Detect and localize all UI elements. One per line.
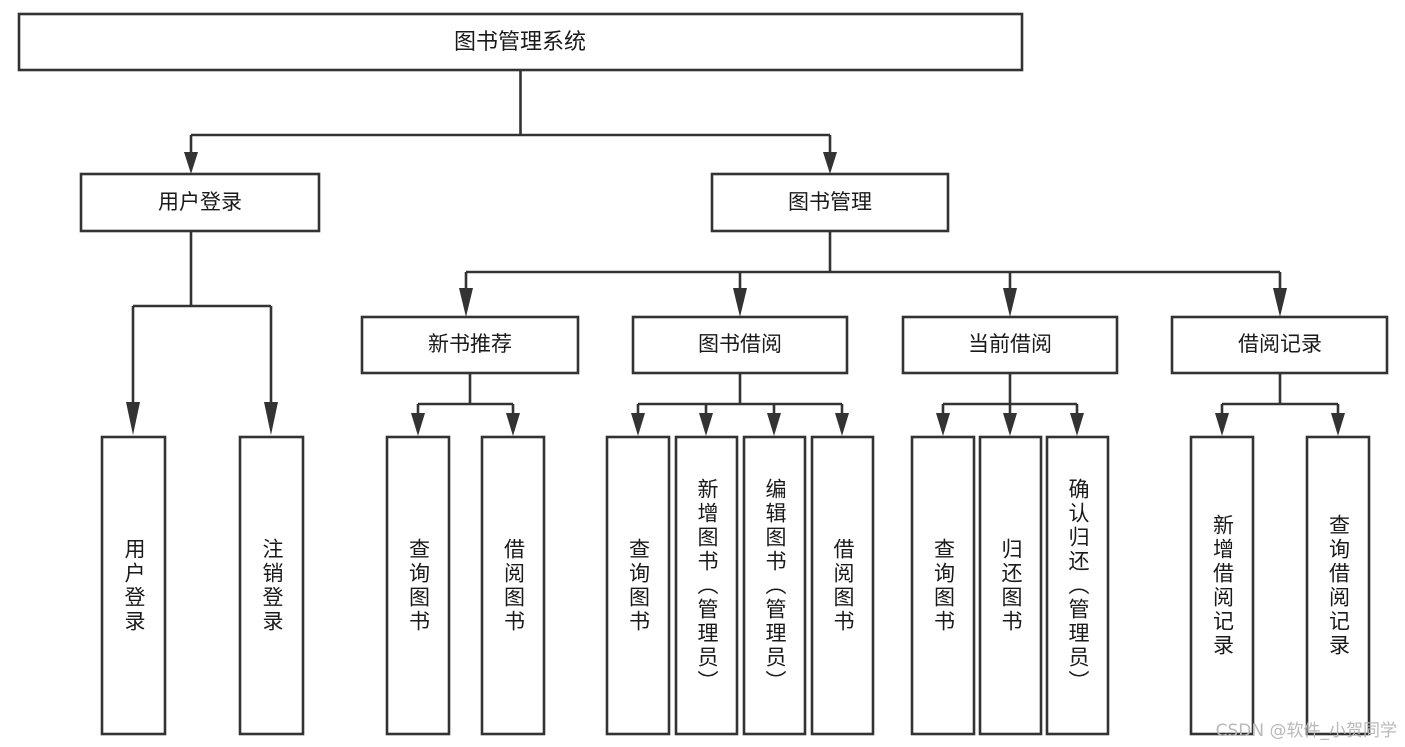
leaf-box-borrow-lend[interactable] [810,435,875,736]
node-book-manage-label: 图书管理 [788,190,872,214]
node-new-book-label: 新书推荐 [428,332,512,356]
node-new-book-box[interactable] [360,315,580,375]
arrow-borrow-leaf1-icon [631,413,645,436]
leaf-box-borrow-add[interactable] [674,435,739,736]
leaf-box-current-return[interactable] [978,435,1043,736]
node-borrow-records-label: 借阅记录 [1238,332,1322,356]
leaf-box-newbook-query[interactable] [385,435,451,736]
connector-userlogin-to-leaves [126,231,278,435]
leaf-box-current-query[interactable] [910,435,976,736]
node-current-borrow-box[interactable] [901,315,1119,375]
arrow-records-leaf2-icon [1331,413,1345,436]
node-user-login-label: 用户登录 [158,190,242,214]
leaf-box-logout[interactable] [238,435,305,736]
connector-current-to-leaves [936,373,1084,436]
node-root-label: 图书管理系统 [454,30,586,55]
arrow-current-leaf3-icon [1070,413,1084,436]
leaf-box-borrow-edit[interactable] [742,435,807,736]
arrow-to-newbook-icon [459,288,473,317]
arrow-to-records-icon [1273,288,1287,317]
arrow-newbook-leaf1-icon [411,413,425,436]
arrow-borrow-leaf3-icon [767,413,781,436]
leaf-box-user-login[interactable] [100,435,167,736]
arrow-userlogin-leaf1-icon [126,402,140,435]
connector-borrow-to-leaves [631,373,849,436]
node-borrow-box[interactable] [631,315,849,375]
arrow-current-leaf1-icon [936,413,950,436]
arrow-borrow-leaf2-icon [699,413,713,436]
node-borrow-label: 图书借阅 [698,332,782,356]
connector-records-to-leaves [1215,373,1345,436]
node-root-box[interactable] [17,12,1024,72]
node-current-borrow-label: 当前借阅 [968,332,1052,356]
arrow-to-current-icon [1003,288,1017,317]
node-book-manage-box[interactable] [710,172,950,233]
arrow-records-leaf1-icon [1215,413,1229,436]
arrow-to-book-manage-icon [823,152,837,174]
connector-root-to-level2 [184,70,837,174]
leaf-box-current-confirm[interactable] [1045,435,1110,736]
leaf-box-records-query[interactable] [1305,435,1371,736]
node-user-login-box[interactable] [79,172,321,233]
leaf-box-borrow-query[interactable] [605,435,671,736]
arrow-userlogin-leaf2-icon [264,402,278,435]
arrow-current-leaf2-icon [1003,413,1017,436]
csdn-watermark: CSDN @软件_小贺同学 [1215,721,1397,741]
connector-newbook-to-leaves [411,373,520,436]
leaf-box-newbook-borrow[interactable] [480,435,546,736]
arrow-newbook-leaf2-icon [506,413,520,436]
arrow-to-user-login-icon [184,152,198,174]
connector-bookmanage-to-level3 [459,231,1287,317]
arrow-borrow-leaf4-icon [835,413,849,436]
node-borrow-records-box[interactable] [1170,315,1389,375]
leaf-box-records-add[interactable] [1189,435,1255,736]
arrow-to-borrow-icon [733,288,747,317]
